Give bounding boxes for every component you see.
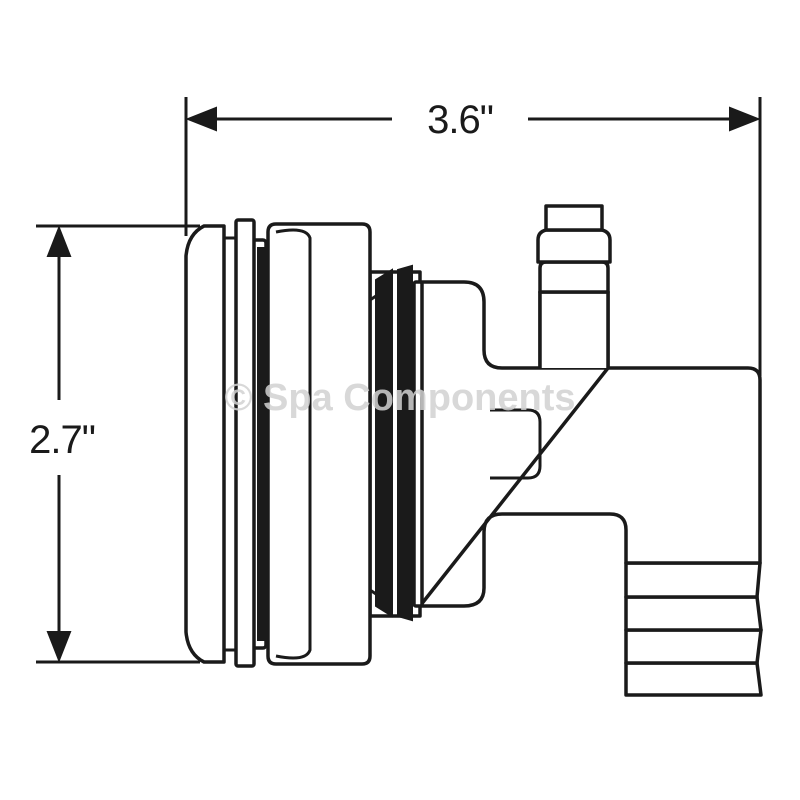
tee-body <box>418 280 762 608</box>
width-arrowhead-right <box>729 106 761 132</box>
side-port-slot <box>490 408 542 480</box>
body-nut <box>266 222 372 666</box>
face-plate <box>184 224 236 664</box>
width-label: 3.6" <box>427 98 493 142</box>
width-dimension: 3.6" <box>184 97 762 376</box>
body-nut-edge <box>275 228 312 660</box>
height-arrowhead-top <box>46 225 72 257</box>
top-barb-inlet <box>536 204 612 368</box>
watermark: © Spa Components <box>224 377 575 419</box>
height-arrowhead-bottom <box>46 631 72 663</box>
bottom-barb-outlet <box>624 561 763 697</box>
threaded-collar <box>368 264 424 622</box>
width-arrowhead-left <box>185 106 217 132</box>
height-dimension: 2.7" <box>29 224 200 664</box>
flange-washer <box>234 218 256 668</box>
jet-body <box>184 204 763 697</box>
height-label: 2.7" <box>29 418 95 462</box>
